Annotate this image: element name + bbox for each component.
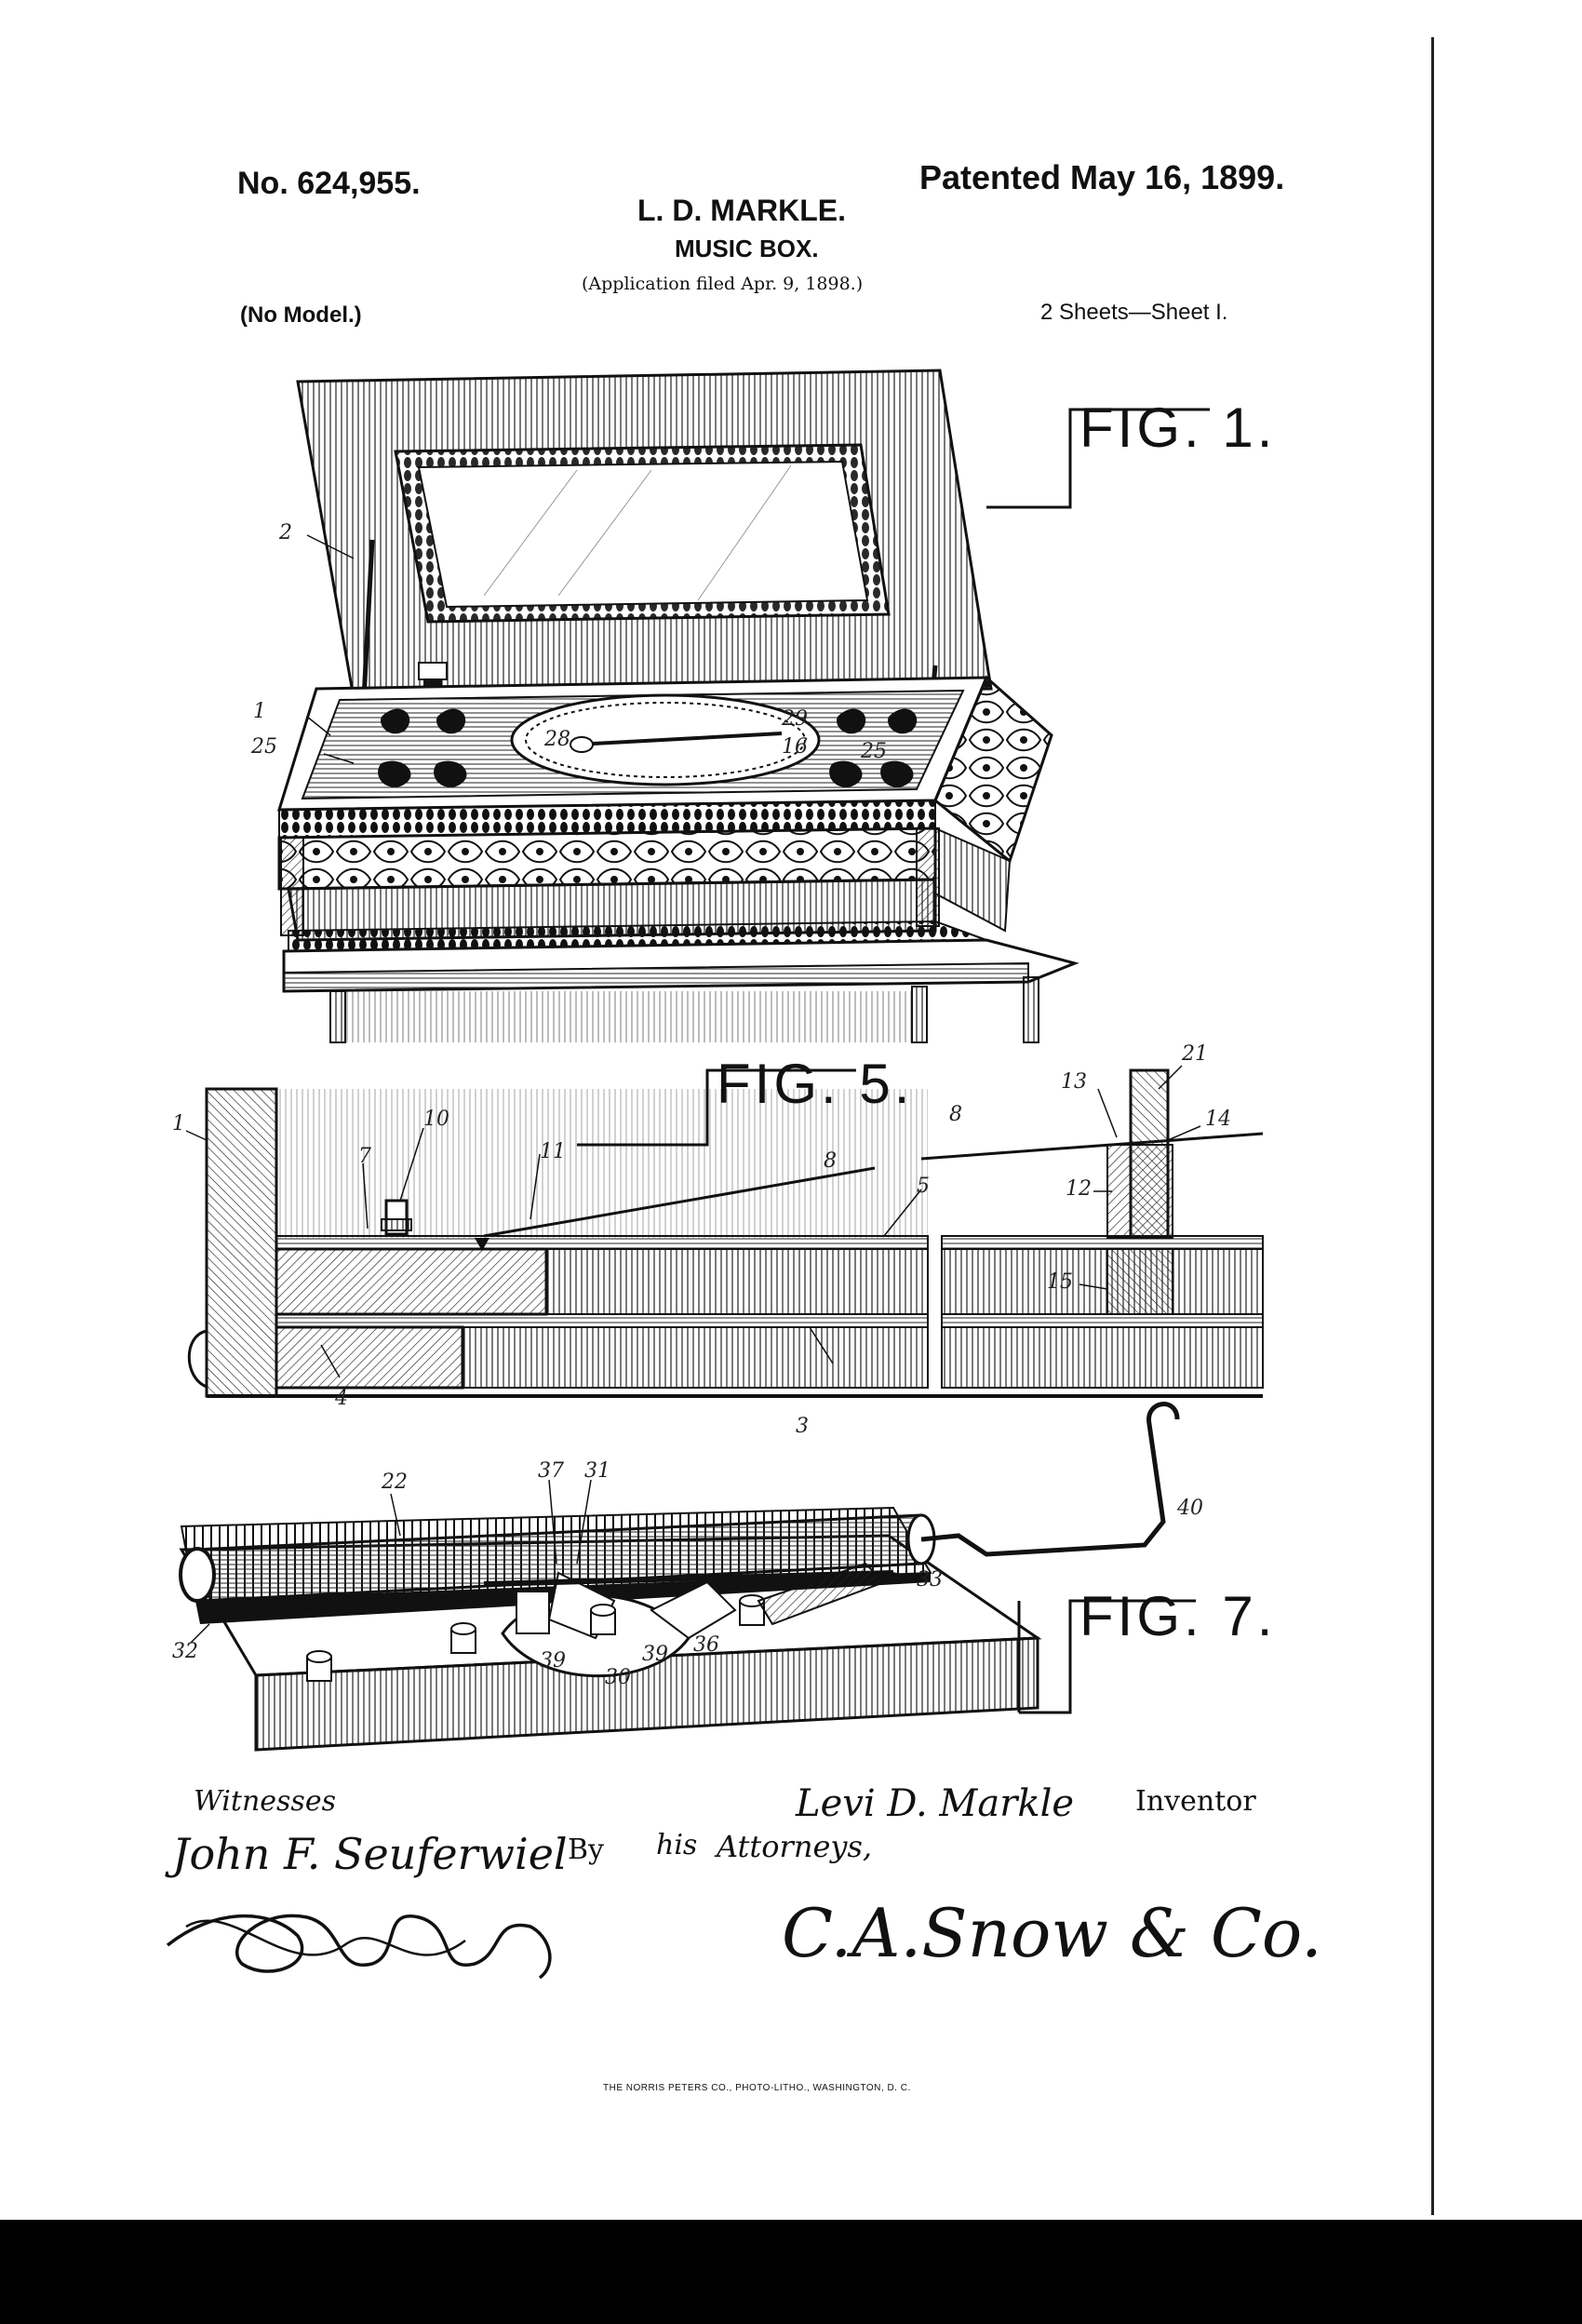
fig5-ref-8b: 8 bbox=[949, 1103, 962, 1126]
by-label: By bbox=[568, 1834, 604, 1866]
fig7-label: FIG. 7. bbox=[1079, 1585, 1277, 1647]
fig1-ref-28: 28 bbox=[544, 728, 570, 751]
page-edge-line bbox=[1431, 37, 1434, 2215]
attorneys-label: Attorneys, bbox=[717, 1829, 873, 1864]
witnesses-label: Witnesses bbox=[194, 1785, 336, 1818]
fig7-ref-39a: 39 bbox=[540, 1649, 566, 1672]
fig7-ref-32: 32 bbox=[172, 1640, 198, 1663]
fig7-ref-33: 33 bbox=[917, 1568, 943, 1592]
fig5-ref-15: 15 bbox=[1047, 1270, 1073, 1294]
fig5-ref-5: 5 bbox=[917, 1175, 930, 1198]
witness-signature-1: John F. Seuferwiel bbox=[172, 1829, 568, 1879]
fig7-ref-37: 37 bbox=[538, 1459, 564, 1483]
fig7-ref-30: 30 bbox=[605, 1666, 631, 1689]
fig7-ref-40: 40 bbox=[1177, 1497, 1203, 1520]
his-label: his bbox=[656, 1829, 698, 1861]
fig5-ref-10: 10 bbox=[423, 1108, 449, 1131]
fig7-ref-39b: 39 bbox=[642, 1643, 668, 1666]
application-date: (Application filed Apr. 9, 1898.) bbox=[582, 274, 864, 294]
invention-title: MUSIC BOX. bbox=[675, 235, 819, 262]
fig5-label: FIG. 5. bbox=[717, 1053, 914, 1115]
fig5-ref-14: 14 bbox=[1205, 1108, 1231, 1131]
fig5-ref-4: 4 bbox=[335, 1387, 348, 1410]
fig1-ref-25b: 25 bbox=[861, 740, 887, 763]
inventor-label: Inventor bbox=[1135, 1785, 1256, 1818]
patent-date: Patented May 16, 1899. bbox=[919, 158, 1285, 196]
model-note: (No Model.) bbox=[240, 302, 362, 328]
fig5-ref-21: 21 bbox=[1182, 1042, 1208, 1066]
fig5-ref-11: 11 bbox=[540, 1140, 566, 1163]
fig7-ref-36: 36 bbox=[693, 1633, 719, 1657]
witness-signature-2 bbox=[166, 1914, 552, 1980]
fig5-ref-3: 3 bbox=[796, 1415, 809, 1438]
fig1-ref-25a: 25 bbox=[251, 735, 277, 759]
fig1-label: FIG. 1. bbox=[1079, 396, 1277, 459]
fig7-ref-22: 22 bbox=[382, 1471, 408, 1494]
sheet-note: 2 Sheets—Sheet I. bbox=[1040, 300, 1228, 325]
fig1-ref-29: 29 bbox=[782, 707, 808, 731]
inventor-signature: Levi D. Markle bbox=[796, 1782, 1075, 1825]
fig5-ref-1: 1 bbox=[172, 1112, 185, 1135]
inventor-name-header: L. D. MARKLE. bbox=[637, 194, 846, 227]
scan-border-bottom bbox=[0, 2220, 1582, 2324]
fig7-ref-31: 31 bbox=[584, 1459, 610, 1483]
fig5-ref-8a: 8 bbox=[824, 1149, 837, 1173]
fig1-ref-2: 2 bbox=[279, 521, 292, 544]
attorneys-signature: C.A.Snow & Co. bbox=[782, 1894, 1322, 1972]
fig5-ref-13: 13 bbox=[1061, 1070, 1087, 1094]
printer-credit: THE NORRIS PETERS CO., PHOTO-LITHO., WAS… bbox=[603, 2083, 911, 2093]
patent-number: No. 624,955. bbox=[237, 166, 421, 201]
fig1-ref-16: 16 bbox=[782, 735, 808, 759]
fig5-ref-7: 7 bbox=[358, 1145, 371, 1168]
fig5-ref-12: 12 bbox=[1066, 1177, 1092, 1201]
fig1-ref-1: 1 bbox=[253, 700, 266, 723]
